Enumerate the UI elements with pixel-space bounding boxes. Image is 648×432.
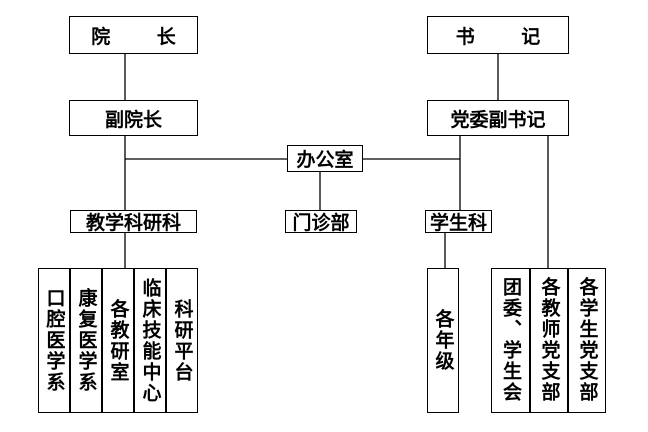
secretary-box: 书 记: [427, 16, 569, 54]
dean-box: 院 长: [69, 16, 198, 54]
dept-label-3: 各教研室: [107, 298, 130, 383]
dept-label-5: 科研平台: [171, 298, 194, 383]
student-unit-box-2: 各教师党支部: [530, 268, 568, 413]
student-unit-label-3: 各学生党支部: [576, 277, 599, 403]
teaching-research-box: 教学科研科: [70, 210, 197, 234]
office-label: 办公室: [296, 149, 354, 171]
dept-label-4: 临床技能中心: [139, 277, 162, 404]
dean-label: 院 长: [91, 25, 196, 48]
dept-box-5: 科研平台: [166, 268, 198, 413]
clinic-box: 门诊部: [285, 210, 357, 234]
grades-label: 各年级: [432, 309, 455, 372]
student-unit-label-1: 团委、学生会: [500, 277, 522, 403]
deputy-secretary-label: 党委副书记: [450, 108, 546, 131]
dept-box-1: 口腔医学系: [38, 268, 70, 413]
dept-box-3: 各教研室: [102, 268, 134, 413]
vice-dean-label: 副院长: [104, 108, 162, 131]
dept-box-2: 康复医学系: [70, 268, 102, 413]
teaching-research-label: 教学科研科: [85, 212, 181, 234]
office-box: 办公室: [287, 145, 363, 172]
dept-label-1: 口腔医学系: [43, 288, 66, 393]
student-unit-box-3: 各学生党支部: [568, 268, 606, 413]
student-affairs-box: 学生科: [425, 210, 492, 234]
clinic-label: 门诊部: [292, 212, 350, 234]
student-unit-label-2: 各教师党支部: [538, 277, 561, 403]
grades-box: 各年级: [427, 268, 459, 413]
student-affairs-label: 学生科: [429, 212, 487, 234]
vice-dean-box: 副院长: [69, 100, 198, 136]
secretary-label: 书 记: [455, 25, 561, 48]
student-unit-box-1: 团委、学生会: [491, 268, 530, 413]
dept-box-4: 临床技能中心: [134, 268, 166, 413]
dept-label-2: 康复医学系: [75, 288, 98, 393]
deputy-secretary-box: 党委副书记: [427, 100, 569, 136]
